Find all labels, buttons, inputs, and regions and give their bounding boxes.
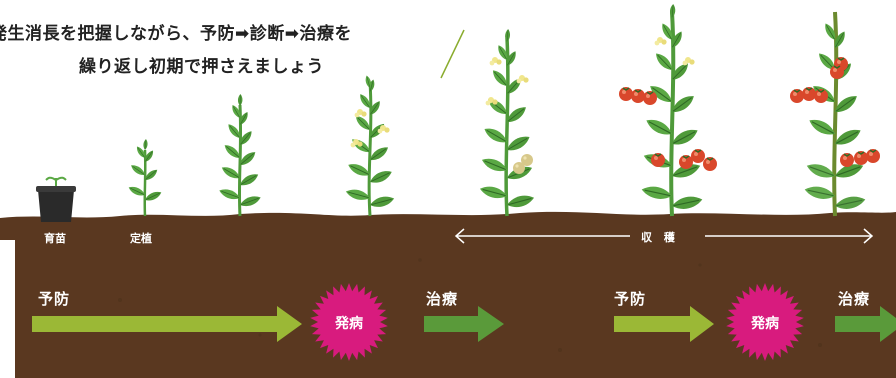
label-treat: 治療 <box>838 290 871 308</box>
caption-line-1: 発生消長を把握しながら、予防➡診断➡治療を <box>0 24 352 44</box>
tomato-plant-icon <box>126 138 164 217</box>
starburst-icon <box>726 283 804 361</box>
pot-icon <box>36 176 76 222</box>
caption-line-2: 繰り返し初期で押さえましょう <box>79 57 324 77</box>
starburst-icon <box>310 283 388 361</box>
tomato-plant-icon <box>478 28 536 217</box>
tomato-plant-icon <box>217 93 263 217</box>
double-arrow-icon <box>454 228 874 244</box>
label-treat: 治療 <box>426 290 459 308</box>
tomato-plant-icon <box>344 74 396 217</box>
stage-label-harvest: 収 穫 <box>641 231 679 244</box>
soil-band <box>0 211 896 378</box>
divider-line <box>440 29 465 79</box>
right-arrow-icon <box>32 306 302 342</box>
stage-label-planting: 定植 <box>130 232 152 245</box>
label-prevent: 予防 <box>614 290 647 308</box>
right-arrow-icon <box>424 306 504 342</box>
label-onset: 発病 <box>335 316 363 332</box>
stage-label-seedling: 育苗 <box>44 232 66 245</box>
tomato-plant-icon <box>618 3 718 217</box>
right-arrow-icon <box>614 306 714 342</box>
right-arrow-icon <box>835 306 896 342</box>
label-onset: 発病 <box>751 316 779 332</box>
tomato-plant-icon <box>789 11 881 217</box>
label-prevent: 予防 <box>38 290 71 308</box>
